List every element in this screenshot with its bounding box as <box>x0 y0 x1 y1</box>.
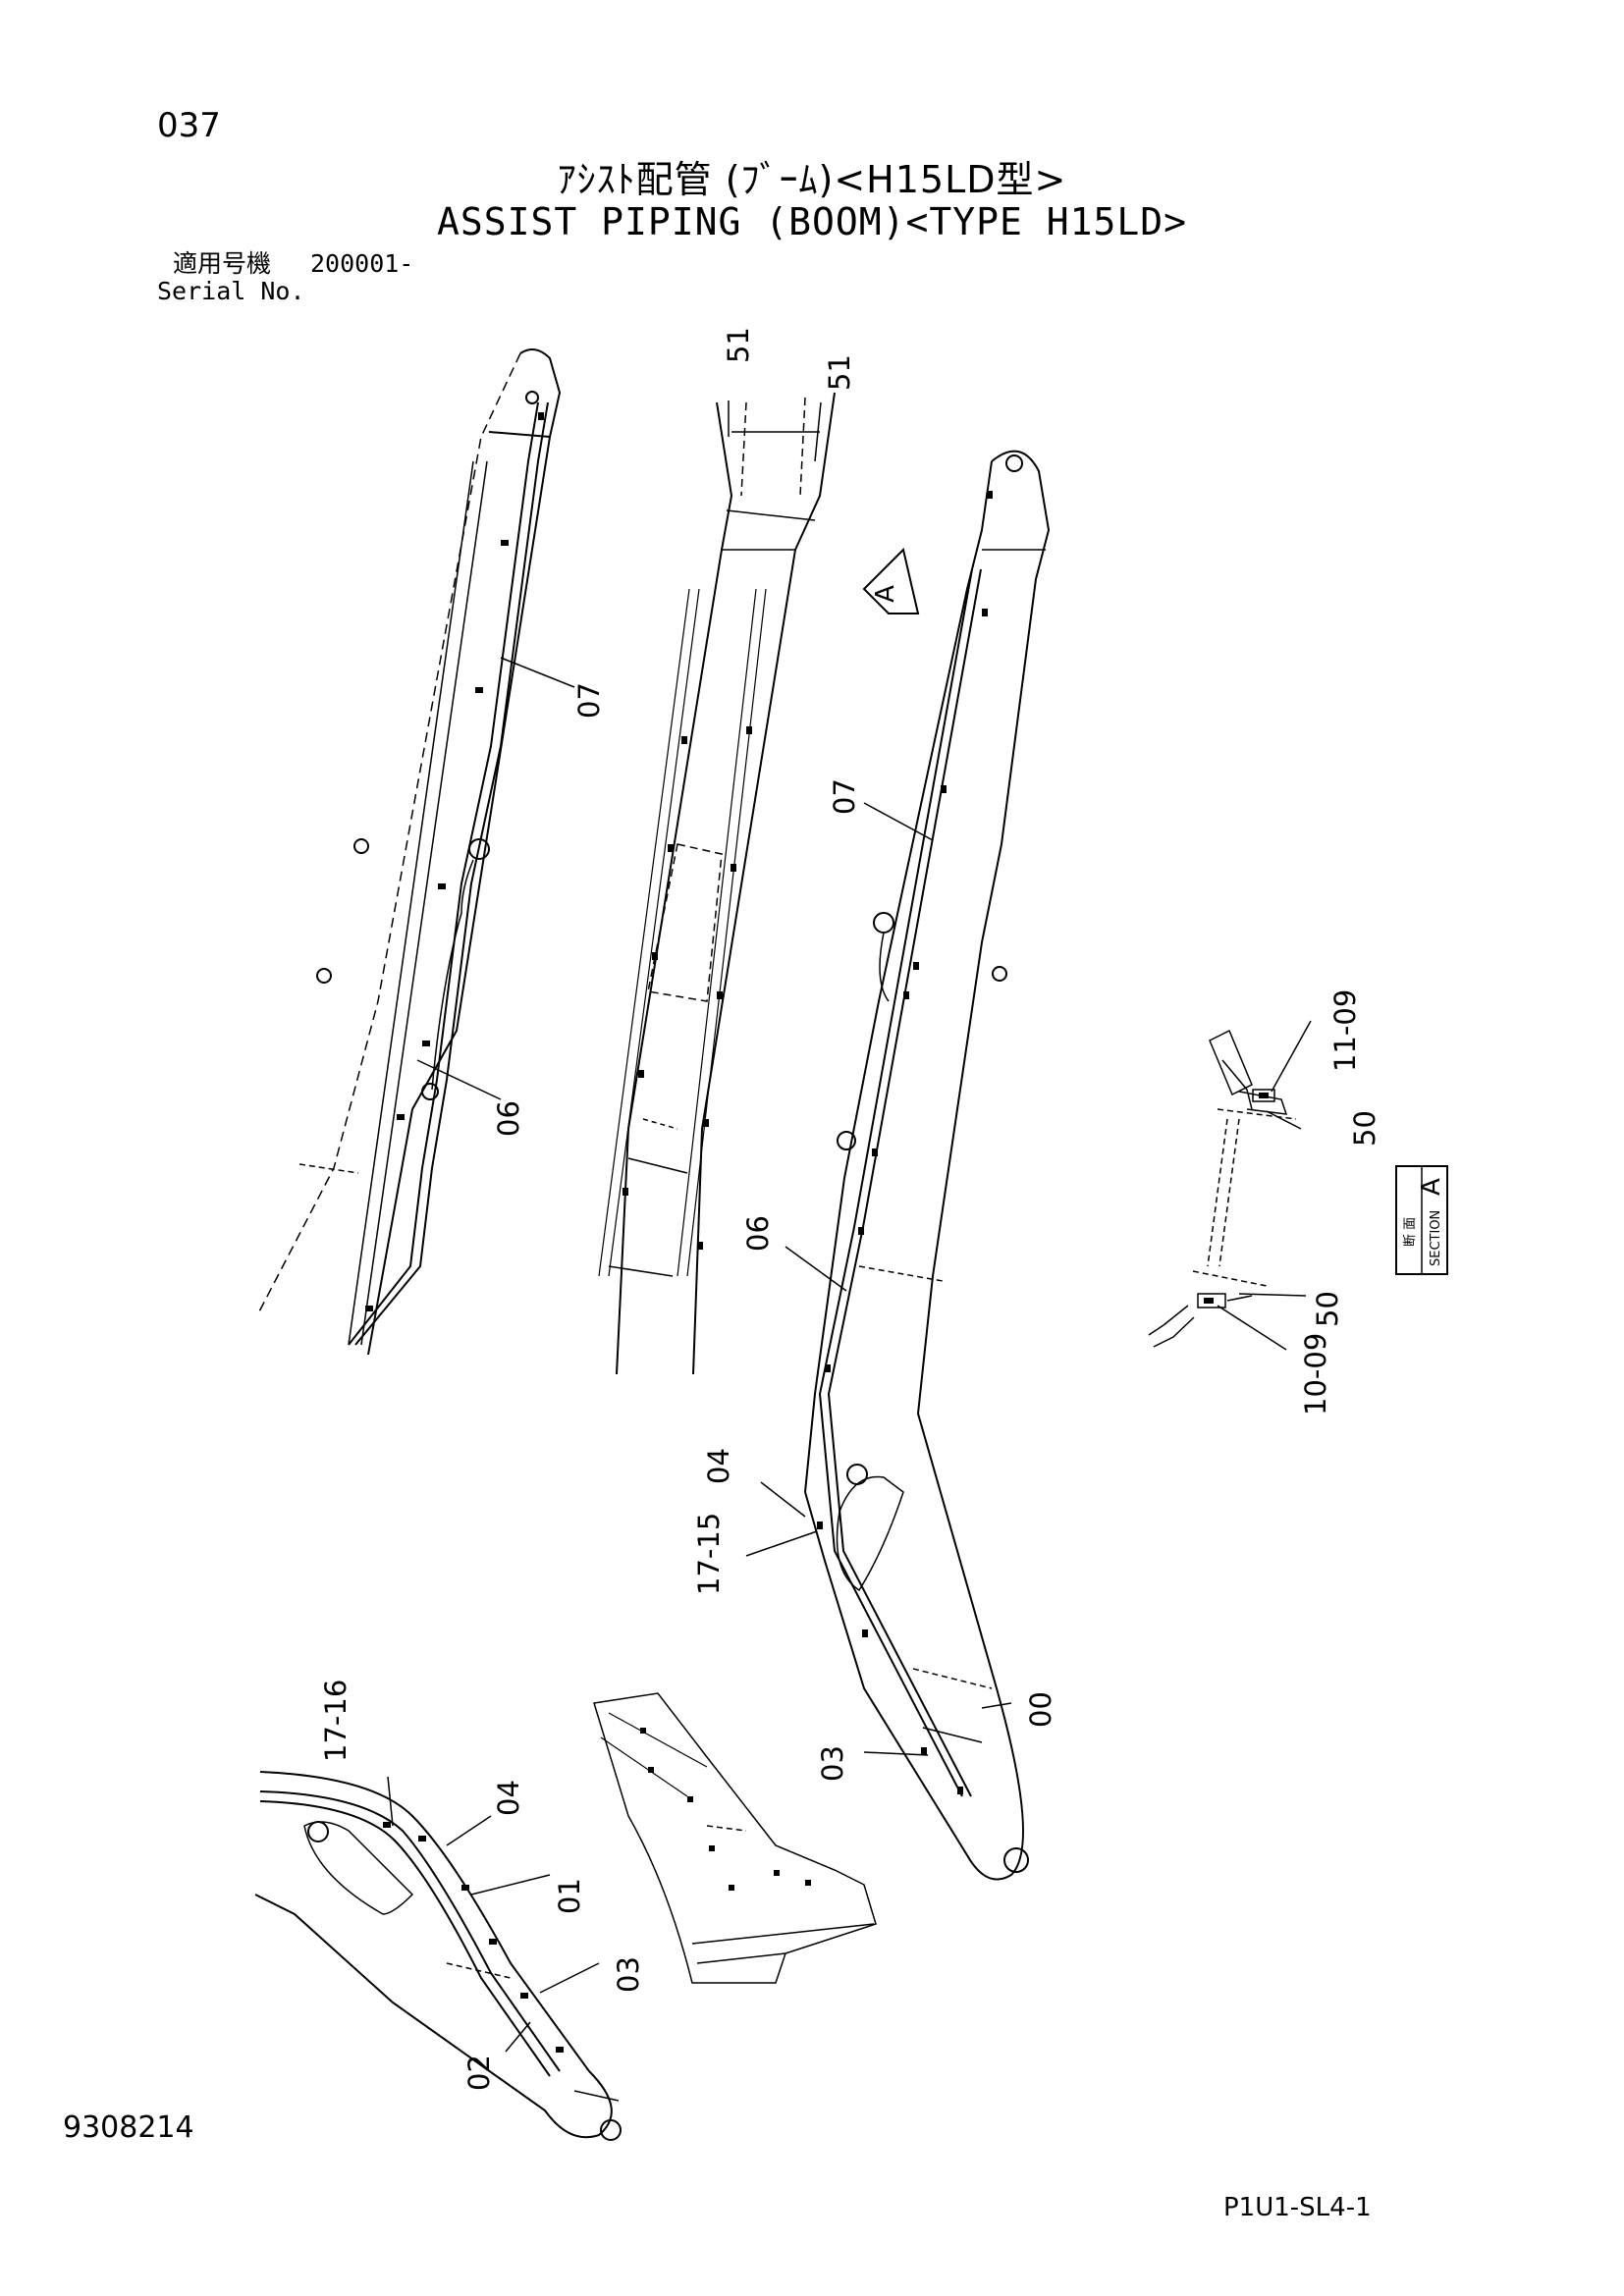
boom-foot-top-detail <box>593 1692 877 1984</box>
serial-info: 適用号機 200001- Serial No. <box>157 250 413 305</box>
boom-left-view <box>256 348 562 1356</box>
callout-01: 01 <box>553 1878 586 1914</box>
serial-label-japanese: 適用号機 <box>173 249 272 278</box>
callout-04-b: 04 <box>492 1780 525 1816</box>
page-title-japanese: ｱｼｽﾄ配管 (ﾌﾞｰﾑ)<H15LD型> <box>557 158 1067 201</box>
section-label-letter: A <box>1417 1178 1446 1196</box>
callout-17-16: 17-16 <box>319 1680 352 1762</box>
serial-label-english: Serial No. <box>157 277 305 305</box>
page-title-english: ASSIST PIPING (BOOM)<TYPE H15LD> <box>436 200 1188 243</box>
view-marker-a: A <box>862 548 920 614</box>
serial-value: 200001- <box>310 249 414 278</box>
callout-06-b: 06 <box>741 1215 775 1252</box>
callout-03-a: 03 <box>816 1745 849 1782</box>
callout-02: 02 <box>462 2055 496 2091</box>
callout-51-b: 51 <box>823 354 856 391</box>
callout-06-a: 06 <box>492 1100 525 1137</box>
callout-07-b: 07 <box>828 778 861 815</box>
section-a-detail <box>1148 1029 1297 1348</box>
callout-51-a: 51 <box>722 327 755 363</box>
view-marker-letter: A <box>871 585 900 603</box>
callout-17-15: 17-15 <box>692 1513 726 1595</box>
boom-foot-detail-view <box>254 1771 622 2141</box>
section-label-english: SECTION <box>1429 1210 1443 1266</box>
boom-right-view <box>804 450 1051 1881</box>
leader-lines <box>387 400 1312 2053</box>
callout-50-a: 50 <box>1348 1110 1381 1147</box>
section-label-japanese: 断 面 <box>1403 1217 1418 1247</box>
document-number: 9308214 <box>63 2110 194 2145</box>
callout-00: 00 <box>1024 1691 1057 1728</box>
callout-03-b: 03 <box>612 1956 645 1993</box>
callout-10-09: 10-09 <box>1299 1333 1332 1415</box>
section-label-box: 断 面 SECTION A <box>1395 1165 1448 1275</box>
page-number: 037 <box>157 106 221 145</box>
callout-labels: 51 51 07 06 07 06 04 17-15 00 03 17-16 0… <box>319 327 1381 2091</box>
callout-50-b: 50 <box>1311 1291 1344 1327</box>
callout-07-a: 07 <box>572 682 606 719</box>
boom-top-view <box>598 392 836 1375</box>
callout-11-09: 11-09 <box>1328 989 1362 1072</box>
page-code: P1U1-SL4-1 <box>1223 2193 1372 2222</box>
callout-04-a: 04 <box>702 1448 735 1484</box>
